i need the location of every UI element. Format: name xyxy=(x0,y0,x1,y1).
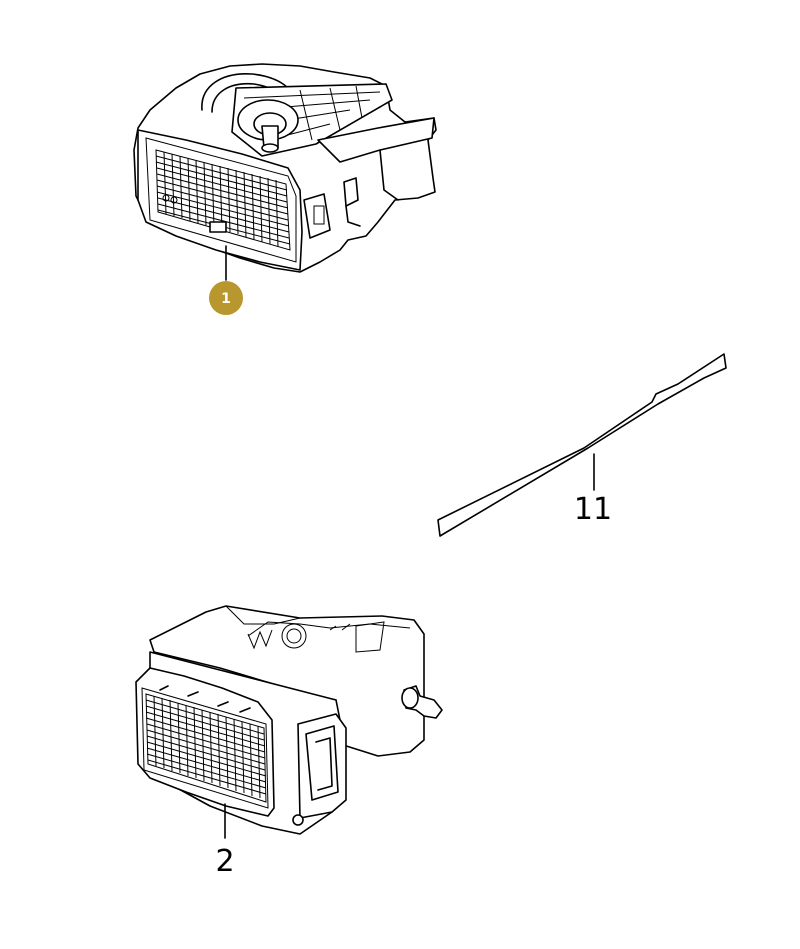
callout-label-1: 1 xyxy=(221,291,231,307)
part-1-connector-housing[interactable] xyxy=(133,63,437,273)
callout-11: 11 xyxy=(574,453,612,527)
pin-grid-1 xyxy=(155,149,291,251)
callout-1: 1 xyxy=(209,245,243,315)
callout-2: 2 xyxy=(215,803,235,879)
callout-badge-1[interactable] xyxy=(209,281,243,315)
pin-grid-2 xyxy=(145,685,267,803)
callout-label-2[interactable]: 2 xyxy=(215,844,234,879)
part-2-connector-housing[interactable] xyxy=(135,605,443,835)
callout-label-11[interactable]: 11 xyxy=(574,492,612,527)
part-11-seal-strip[interactable] xyxy=(437,353,727,537)
